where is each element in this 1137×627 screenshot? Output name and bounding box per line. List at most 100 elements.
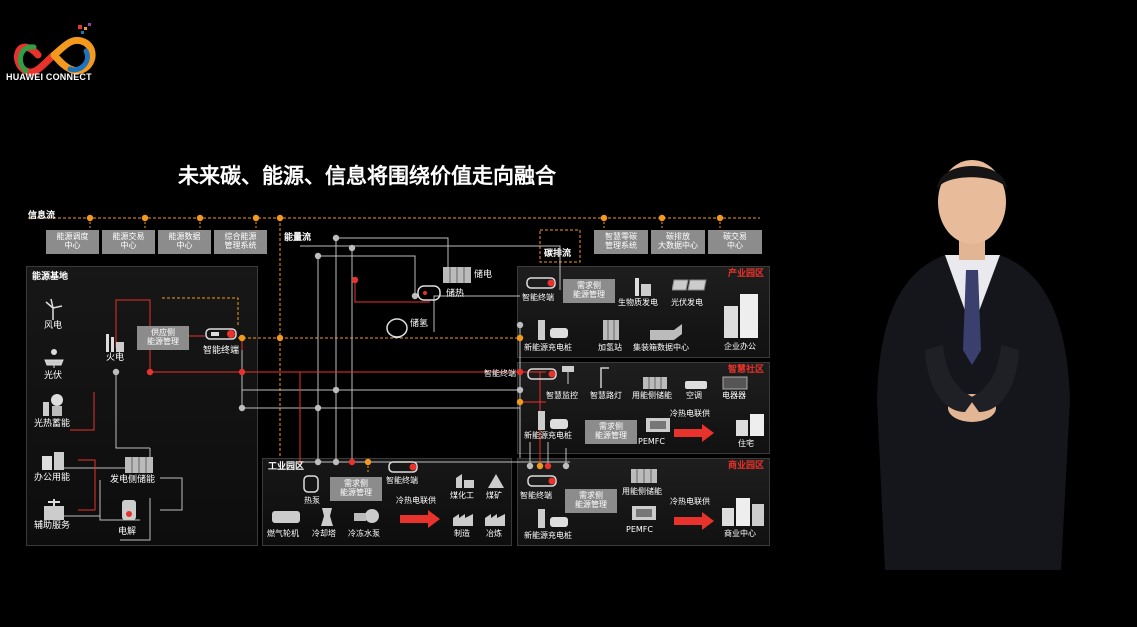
- gas-turbine-label: 燃气轮机: [267, 529, 299, 538]
- thermal-storage-label: 光热蓄能: [34, 419, 71, 429]
- thermal-plant-icon: [106, 334, 124, 352]
- cooling-tower-label: 冷却塔: [312, 529, 336, 538]
- hydrogen-storage-icon: [386, 318, 408, 338]
- com-pemfc-label: PEMFC: [638, 437, 665, 446]
- monitor-label: 智慧监控: [546, 391, 578, 400]
- ac-icon: [685, 381, 707, 389]
- comm-smart-terminal-label: 智能终端: [520, 491, 552, 500]
- heat-pump-icon: [303, 475, 319, 493]
- comm-smart-terminal-icon: [527, 475, 557, 487]
- smelting-icon: [485, 514, 505, 526]
- com-smart-terminal-icon: [527, 368, 557, 380]
- biomass-icon: [635, 278, 651, 296]
- supply-side-energy-mgmt: 供应侧能源管理: [137, 326, 189, 350]
- thermal-power-label: 火电: [106, 353, 125, 363]
- power-storage-icon: [443, 267, 471, 283]
- smart-zero-carbon-system: 智慧零碳管理系统: [594, 230, 648, 254]
- manufacturing-label: 制造: [454, 529, 470, 538]
- solar-label: 光伏: [44, 371, 63, 381]
- com-arrow-icon: [674, 424, 714, 442]
- industrial-park-title: 工业园区: [268, 462, 305, 472]
- comm-pemfc-icon: [632, 506, 656, 520]
- chilled-pump-label: 冷冻水泵: [348, 529, 380, 538]
- solar-thermal-icon: [43, 394, 63, 416]
- enterprise-office-icon: [724, 294, 758, 338]
- smelting-label: 冶炼: [486, 529, 502, 538]
- coal-mine-icon: [488, 474, 504, 488]
- indl-smart-terminal-icon: [388, 461, 418, 473]
- brand-name: HUAWEI CONNECT: [6, 72, 92, 82]
- surveillance-camera-icon: [562, 366, 574, 384]
- residence-icon: [736, 414, 764, 436]
- industry-park-title: 产业园区: [728, 269, 765, 279]
- office-energy-label: 办公用能: [34, 473, 71, 483]
- power-storage-label: 储电: [474, 270, 493, 280]
- battery-storage-icon: [125, 457, 153, 473]
- presenter-figure: [877, 160, 1070, 570]
- indl-arrow-icon: [400, 510, 440, 528]
- chilled-pump-icon: [354, 509, 379, 523]
- energy-base-panel: [26, 266, 258, 546]
- pv-label: 光伏发电: [671, 298, 703, 307]
- huawei-connect-logo: [14, 23, 96, 76]
- commercial-park-title: 商业园区: [728, 461, 765, 471]
- carbon-trading-center: 碳交易中心: [708, 230, 762, 254]
- ind-charger-icon: [538, 320, 568, 340]
- aux-service-icon: [44, 499, 64, 520]
- biomass-label: 生物质发电: [618, 298, 658, 307]
- streetlight-icon: [600, 367, 609, 388]
- com-charging-label: 新能源充电桩: [524, 431, 572, 440]
- aux-service-label: 辅助服务: [34, 521, 71, 531]
- carbon-bigdata-center: 碳排放大数据中心: [651, 230, 705, 254]
- ind-demand-mgmt: 需求侧能源管理: [563, 279, 615, 303]
- industrial-park-panel: [262, 458, 512, 546]
- ind-smart-terminal-icon: [526, 277, 556, 289]
- electrolyzer-icon: [122, 500, 136, 520]
- comm-charger-icon: [538, 509, 568, 528]
- appliance-label: 电器器: [722, 391, 746, 400]
- info-flow-label: 信息流: [28, 211, 56, 221]
- commercial-center-icon: [722, 498, 764, 526]
- gen-storage-label: 发电侧储能: [110, 475, 156, 485]
- com-charger-icon: [538, 411, 568, 430]
- solar-panel-icon: [44, 349, 64, 368]
- container-dc-icon: [650, 324, 682, 340]
- electrolysis-label: 电解: [118, 527, 137, 537]
- heat-storage-icon: [417, 285, 441, 301]
- pv-icon: [672, 279, 707, 291]
- energy-data-center: 能源数据中心: [158, 230, 211, 254]
- commercial-center-label: 商业中心: [724, 529, 756, 538]
- wind-label: 风电: [44, 321, 63, 331]
- hydrogen-storage-label: 储氢: [410, 319, 429, 329]
- indl-smart-terminal-label: 智能终端: [386, 476, 418, 485]
- coal-chem-icon: [456, 474, 474, 488]
- pemfc-icon: [646, 418, 670, 432]
- com-user-storage-label: 用能侧储能: [632, 391, 672, 400]
- indl-demand-mgmt: 需求侧能源管理: [330, 477, 382, 501]
- hydrogen-station-label: 加氢站: [598, 343, 622, 352]
- smart-terminal-icon: [205, 328, 237, 340]
- ac-label: 空调: [686, 391, 702, 400]
- office-building-icon: [42, 452, 64, 470]
- energy-dispatch-center: 能源调度中心: [46, 230, 99, 254]
- appliance-icon: [722, 376, 748, 390]
- comm-pemfc-label: PEMFC: [626, 525, 653, 534]
- comm-demand-mgmt: 需求侧能源管理: [565, 489, 617, 513]
- cooling-tower-icon: [321, 508, 333, 526]
- comm-cchp-label: 冷热电联供: [670, 497, 710, 506]
- ind-charging-label: 新能源充电桩: [524, 343, 572, 352]
- gas-turbine-icon: [272, 511, 300, 523]
- wind-turbine-icon: [45, 298, 63, 320]
- enterprise-office-label: 企业办公: [724, 342, 756, 351]
- indl-cchp-label: 冷热电联供: [396, 496, 436, 505]
- carbon-flow-label: 碳排流: [544, 249, 572, 259]
- coal-mine-label: 煤矿: [486, 491, 502, 500]
- com-storage-icon: [643, 377, 667, 389]
- coal-chem-label: 煤化工: [450, 491, 474, 500]
- integrated-energy-system: 综合能源管理系统: [214, 230, 267, 254]
- comm-user-storage-label: 用能侧储能: [622, 487, 662, 496]
- streetlight-label: 智慧路灯: [590, 391, 622, 400]
- comm-charging-label: 新能源充电桩: [524, 531, 572, 540]
- heat-pump-label: 热泵: [304, 496, 320, 505]
